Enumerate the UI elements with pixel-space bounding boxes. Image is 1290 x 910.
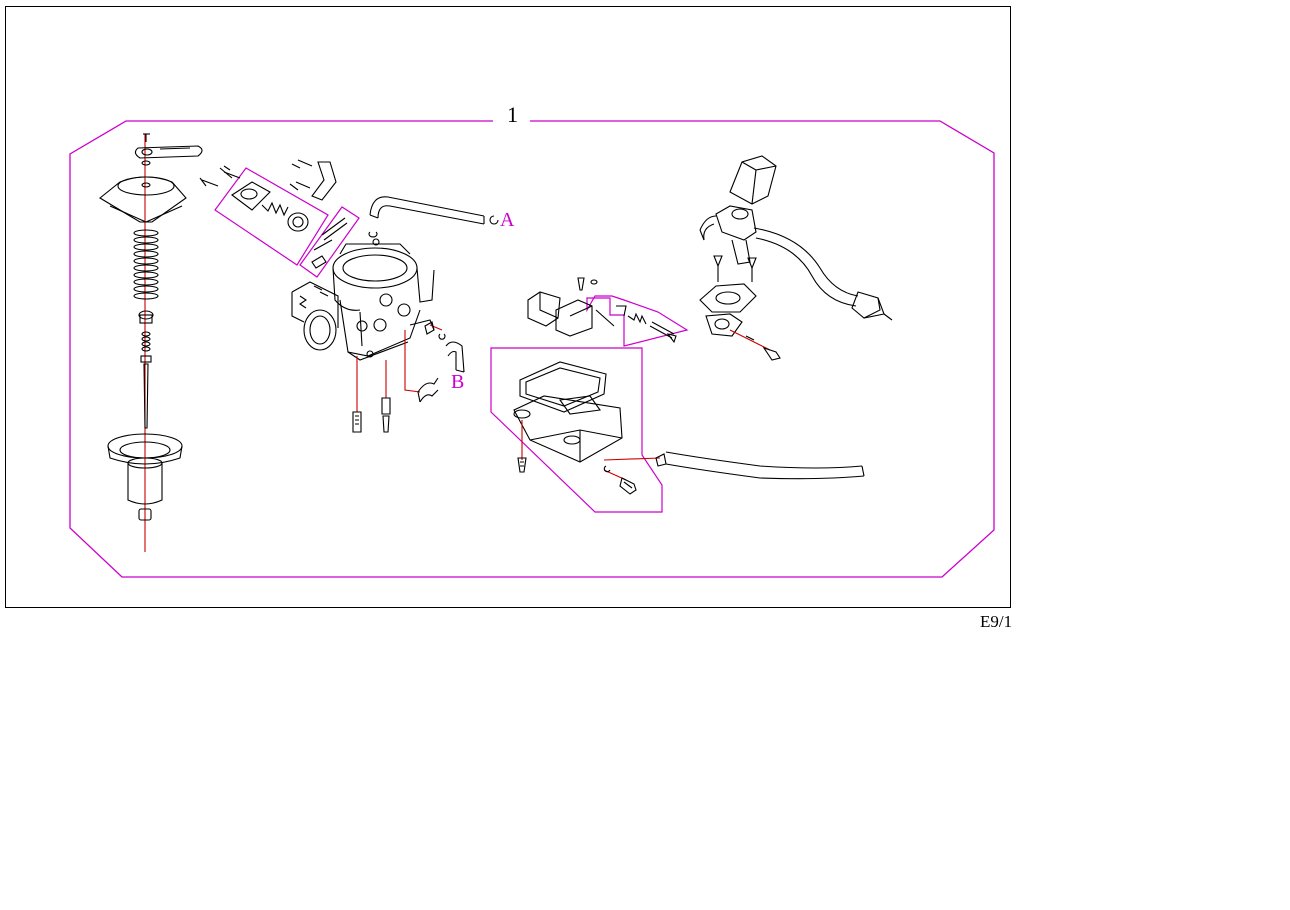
label-b: B <box>451 371 464 393</box>
slide-spring <box>133 229 159 300</box>
label-a: A <box>500 209 515 231</box>
vent-hose-b <box>424 321 465 373</box>
jets <box>352 330 439 433</box>
auto-choke-assembly <box>699 155 893 361</box>
float-boxes <box>490 295 689 513</box>
group-outline <box>69 120 995 578</box>
slide-assembly <box>99 133 203 552</box>
starter-parts <box>199 159 348 269</box>
float-parts <box>513 277 865 495</box>
group-number: 1 <box>507 102 518 127</box>
diagram-frame <box>5 6 1011 608</box>
starter-boxes <box>214 167 360 278</box>
page-code: E9/1 <box>980 612 1013 631</box>
vent-hose-a <box>368 196 499 238</box>
carburetor-body <box>291 238 435 361</box>
